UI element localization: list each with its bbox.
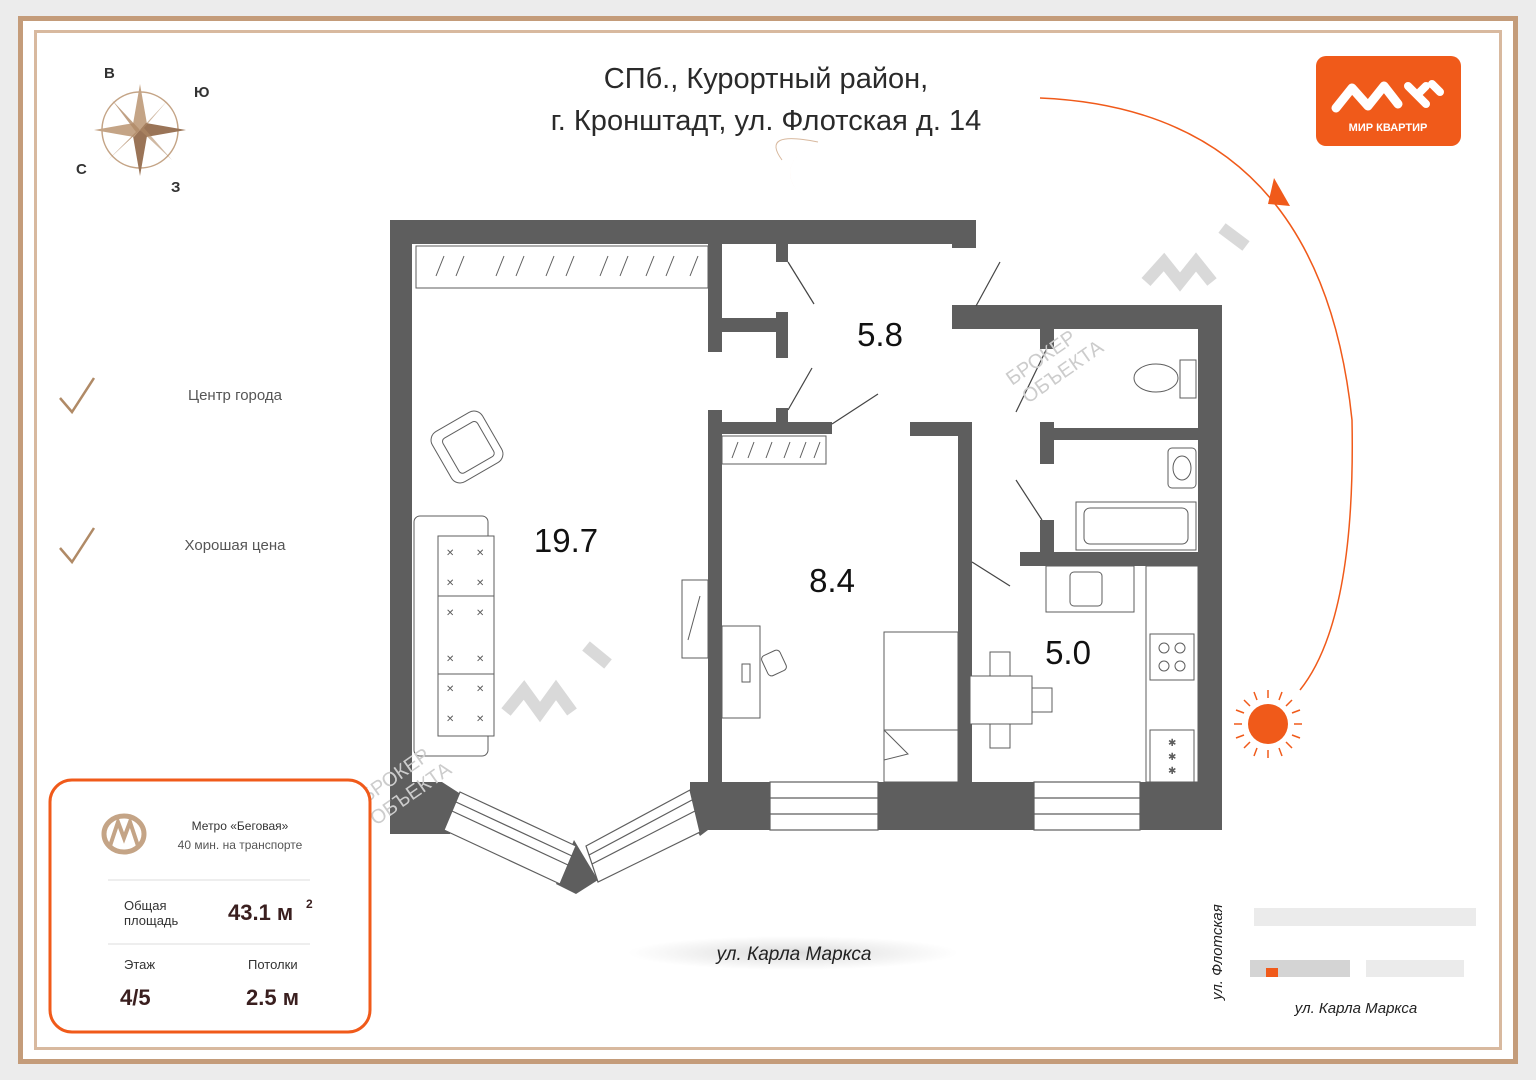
moon-icon <box>790 150 820 197</box>
room-area-bedroom: 8.4 <box>809 562 855 599</box>
floor-label: Этаж <box>124 957 155 972</box>
room-area-kitchen: 5.0 <box>1045 634 1091 671</box>
check-icon <box>59 377 96 415</box>
street-label-map: ул. Карла Маркса <box>1294 1000 1417 1017</box>
desk-icon <box>681 579 787 719</box>
bathroom-fixtures <box>1075 359 1197 551</box>
compass-rose: В Ю С З <box>76 65 209 196</box>
area-unit-sup: 2 <box>306 897 313 911</box>
sofa-icon: ✕ ✕ ✕ ✕ ✕ ✕ ✕ ✕ ✕ ✕ ✕ ✕ <box>413 515 495 757</box>
svg-text:✕: ✕ <box>446 608 454 619</box>
ceiling-value: 2.5 м <box>246 985 299 1010</box>
dining-table-icon <box>969 651 1053 749</box>
armchair-icon <box>430 410 504 484</box>
svg-text:✕: ✕ <box>476 548 484 559</box>
metro-time: 40 мин. на транспорте <box>178 838 303 852</box>
wardrobe <box>415 245 827 465</box>
compass-arrow-icon <box>133 84 147 130</box>
location-mini-map: ул. Флотская ул. Карла Маркса <box>1209 904 1476 1017</box>
watermark-logo <box>501 223 1250 723</box>
room-areas: 19.7 8.4 5.8 5.0 <box>534 316 1091 671</box>
sun-path-arc <box>1039 97 1354 691</box>
area-label-2: площадь <box>124 913 179 928</box>
svg-text:✕: ✕ <box>446 654 454 665</box>
feature-list: Центр города Хорошая цена <box>59 377 287 565</box>
info-card: Метро «Беговая» 40 мин. на транспорте Об… <box>48 778 372 1034</box>
inner-frame <box>34 30 1502 1050</box>
metro-name: Метро «Беговая» <box>192 819 289 833</box>
svg-text:✕: ✕ <box>476 714 484 725</box>
feature-label: Хорошая цена <box>185 537 287 554</box>
svg-text:✕: ✕ <box>476 684 484 695</box>
svg-text:✕: ✕ <box>446 714 454 725</box>
room-area-hall: 5.8 <box>857 316 903 353</box>
svg-text:✕: ✕ <box>446 578 454 589</box>
compass-label-east: Ю <box>194 84 209 101</box>
logo-badge <box>1316 56 1461 146</box>
street-label-main: ул. Карла Маркса <box>714 944 871 965</box>
svg-text:✕: ✕ <box>476 608 484 619</box>
compass-label-south: З <box>171 179 180 196</box>
svg-text:✕: ✕ <box>446 684 454 695</box>
svg-text:✕: ✕ <box>446 548 454 559</box>
ceiling-label: Потолки <box>248 957 298 972</box>
sun-path-arrow-icon <box>1268 178 1290 206</box>
svg-text:✕: ✕ <box>476 578 484 589</box>
logo-mark-icon <box>1331 81 1403 113</box>
feature-label: Центр города <box>188 387 283 404</box>
compass-label-north: В <box>104 65 115 82</box>
address-line-1: СПб., Курортный район, <box>604 63 928 95</box>
toilet-icon <box>1179 359 1197 399</box>
sun-icon <box>1234 690 1302 758</box>
walls <box>390 220 1222 894</box>
street-label-side: ул. Флотская <box>1209 904 1226 1001</box>
svg-text:✕: ✕ <box>476 654 484 665</box>
compass-label-west: С <box>76 161 87 178</box>
area-value: 43.1 м <box>228 900 293 925</box>
brand-logo: МИР КВАРТИР <box>1316 56 1461 146</box>
bed-icon <box>883 631 959 783</box>
metro-icon <box>101 813 147 855</box>
room-area-living: 19.7 <box>534 522 598 559</box>
street-label-band <box>628 936 958 970</box>
building-marker <box>1266 968 1278 977</box>
door-swings <box>787 261 1049 587</box>
logo-caption: МИР КВАРТИР <box>1349 122 1428 134</box>
address-line-2: г. Кронштадт, ул. Флотская д. 14 <box>551 105 981 137</box>
svg-text:✱: ✱ <box>1168 738 1176 749</box>
floor-value: 4/5 <box>120 985 151 1010</box>
bay-windows <box>443 789 701 885</box>
kitchen-counter: ✱ ✱ ✱ <box>1045 565 1199 783</box>
area-label-1: Общая <box>124 898 167 913</box>
check-icon <box>59 527 96 565</box>
windows <box>769 781 1141 831</box>
svg-text:✱: ✱ <box>1168 766 1176 777</box>
svg-text:✱: ✱ <box>1168 752 1176 763</box>
